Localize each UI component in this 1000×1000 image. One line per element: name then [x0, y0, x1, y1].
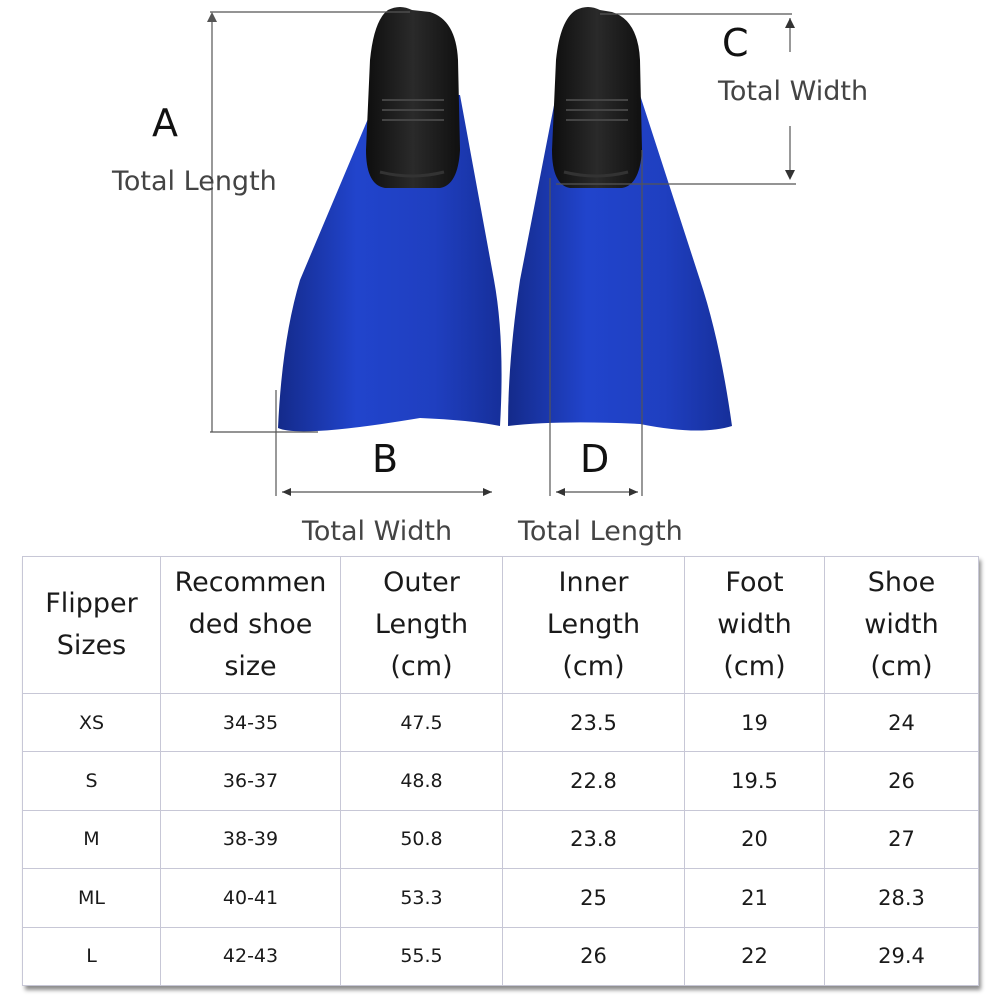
cell-foot-width: 21 — [684, 868, 825, 928]
right-fin — [508, 7, 732, 431]
cell-outer-length: 48.8 — [340, 751, 503, 811]
cell-outer-length: 50.8 — [340, 809, 503, 870]
left-fin-foot-pocket — [366, 7, 460, 188]
cell-inner-length: 23.5 — [502, 692, 685, 753]
dimension-b — [275, 390, 492, 496]
cell-inner-length: 26 — [502, 926, 685, 987]
cell-shoe-size: 42-43 — [160, 926, 341, 987]
header-recommended-shoe-size: Recommen ded shoe size — [160, 556, 341, 694]
cell-outer-length: 47.5 — [340, 692, 503, 753]
cell-shoe-width: 29.4 — [824, 926, 979, 987]
cell-shoe-size: 40-41 — [160, 868, 341, 928]
cell-foot-width: 19.5 — [684, 751, 825, 811]
dimension-a — [210, 11, 410, 433]
table-row: S 36-37 48.8 22.8 19.5 26 — [22, 751, 979, 811]
cell-foot-width: 19 — [684, 692, 825, 753]
cell-outer-length: 55.5 — [340, 926, 503, 987]
dimension-c-letter: C — [722, 21, 749, 65]
header-foot-width: Foot width (cm) — [684, 556, 825, 694]
right-fin-foot-pocket — [552, 7, 642, 188]
cell-shoe-width: 28.3 — [824, 868, 979, 928]
size-chart-table-container: Flipper Sizes Recommen ded shoe size Out… — [22, 556, 979, 987]
size-chart-table: Flipper Sizes Recommen ded shoe size Out… — [22, 556, 979, 987]
dimension-d-letter: D — [580, 437, 609, 481]
cell-outer-length: 53.3 — [340, 868, 503, 928]
cell-flipper-size: M — [22, 809, 161, 870]
header-outer-length: Outer Length (cm) — [340, 556, 503, 694]
dimension-d-label: Total Length — [517, 516, 683, 547]
table-header-row: Flipper Sizes Recommen ded shoe size Out… — [22, 556, 979, 694]
fins-dimension-diagram: A Total Length B Total Width C Total Wid… — [111, 7, 868, 547]
cell-shoe-size: 38-39 — [160, 809, 341, 870]
cell-shoe-width: 24 — [824, 692, 979, 753]
cell-inner-length: 23.8 — [502, 809, 685, 870]
header-inner-length: Inner Length (cm) — [502, 556, 685, 694]
cell-flipper-size: S — [22, 751, 161, 811]
header-shoe-width: Shoe width (cm) — [824, 556, 979, 694]
dimension-c-label: Total Width — [717, 76, 868, 107]
cell-shoe-width: 27 — [824, 809, 979, 870]
left-fin — [278, 7, 502, 432]
dimension-a-label: Total Length — [111, 166, 277, 197]
cell-flipper-size: L — [22, 926, 161, 987]
cell-flipper-size: XS — [22, 692, 161, 753]
table-row: M 38-39 50.8 23.8 20 27 — [22, 809, 979, 870]
header-flipper-sizes: Flipper Sizes — [22, 556, 161, 694]
table-row: ML 40-41 53.3 25 21 28.3 — [22, 868, 979, 928]
cell-inner-length: 22.8 — [502, 751, 685, 811]
cell-shoe-size: 34-35 — [160, 692, 341, 753]
dimension-d — [549, 150, 643, 496]
dimension-b-letter: B — [372, 437, 398, 481]
table-row: L 42-43 55.5 26 22 29.4 — [22, 926, 979, 987]
cell-flipper-size: ML — [22, 868, 161, 928]
cell-shoe-size: 36-37 — [160, 751, 341, 811]
dimension-b-label: Total Width — [301, 516, 452, 547]
cell-foot-width: 20 — [684, 809, 825, 870]
cell-inner-length: 25 — [502, 868, 685, 928]
cell-foot-width: 22 — [684, 926, 825, 987]
dimension-a-letter: A — [152, 101, 178, 145]
cell-shoe-width: 26 — [824, 751, 979, 811]
table-row: XS 34-35 47.5 23.5 19 24 — [22, 692, 979, 753]
